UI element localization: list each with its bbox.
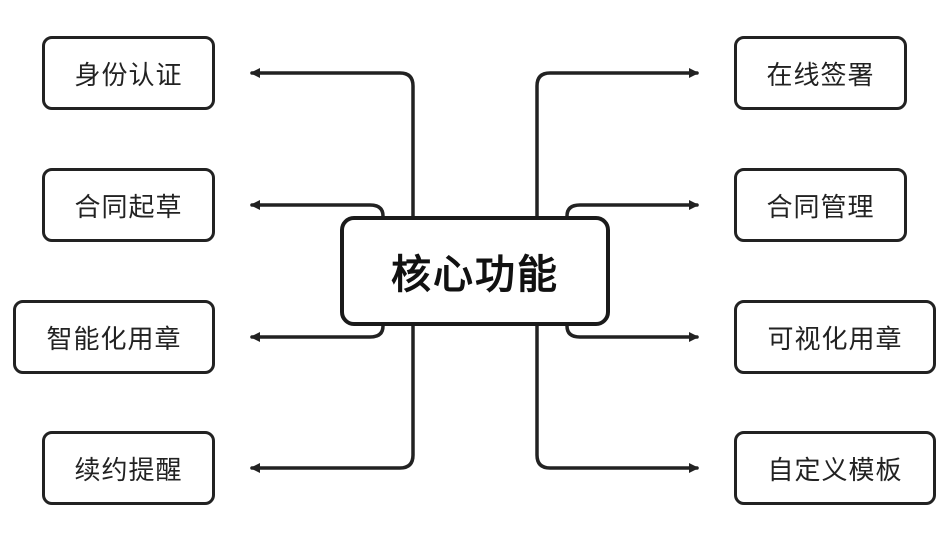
node-online-signing: 在线签署 xyxy=(734,36,907,110)
node-label: 在线签署 xyxy=(766,60,875,91)
node-contract-drafting: 合同起草 xyxy=(42,168,215,242)
connector-right-2 xyxy=(565,200,699,218)
connector-left-1 xyxy=(250,68,415,218)
node-label: 合同起草 xyxy=(74,192,183,223)
connector-left-4 xyxy=(250,324,415,473)
node-label: 身份认证 xyxy=(74,60,183,91)
connector-right-4 xyxy=(535,324,699,473)
node-custom-template: 自定义模板 xyxy=(734,431,936,505)
connector-left-2 xyxy=(250,200,385,218)
center-node: 核心功能 xyxy=(340,216,610,326)
connector-right-3 xyxy=(565,324,699,342)
connector-right-1 xyxy=(535,68,699,218)
center-label: 核心功能 xyxy=(391,252,559,298)
node-label: 可视化用章 xyxy=(767,324,903,355)
node-label: 智能化用章 xyxy=(46,324,182,355)
node-label: 合同管理 xyxy=(766,192,875,223)
node-label: 续约提醒 xyxy=(74,455,183,486)
node-visual-seal-usage: 可视化用章 xyxy=(734,300,936,374)
node-renewal-reminder: 续约提醒 xyxy=(42,431,215,505)
node-contract-management: 合同管理 xyxy=(734,168,907,242)
connector-left-3 xyxy=(250,324,385,342)
node-identity-auth: 身份认证 xyxy=(42,36,215,110)
node-smart-seal-usage: 智能化用章 xyxy=(13,300,215,374)
node-label: 自定义模板 xyxy=(767,455,903,486)
